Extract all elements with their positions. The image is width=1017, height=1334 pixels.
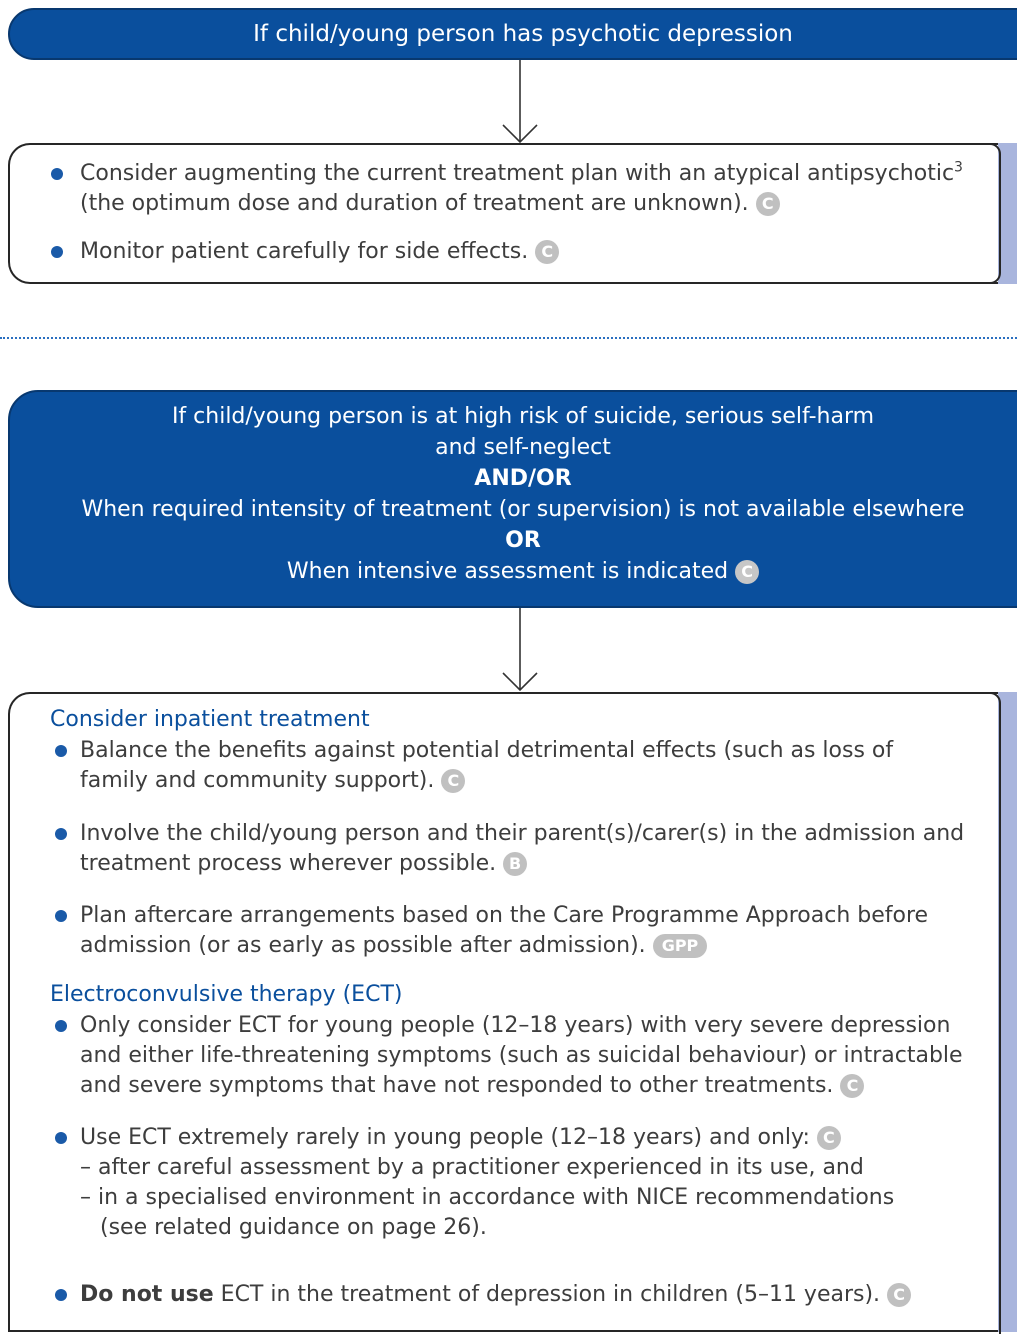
item-text: and severe symptoms that have not respon… (80, 1073, 834, 1098)
bullet-icon (55, 1020, 67, 1032)
inpatient-heading: Consider inpatient treatment (50, 707, 370, 732)
grade-badge: C (816, 1126, 841, 1150)
antipsychotic-panel (8, 143, 1017, 284)
risk-banner-line: When required intensity of treatment (or… (81, 497, 965, 522)
inpatient-involve-item: Involve the child/young person and their… (80, 819, 1000, 879)
bullet-icon (55, 745, 67, 757)
footnote-ref: 3 (954, 159, 963, 176)
item-text: treatment process wherever possible. (80, 851, 497, 876)
grade-badge: C (887, 1283, 912, 1307)
ect-consider-item: Only consider ECT for young people (12–1… (80, 1011, 1005, 1101)
inpatient-balance-item: Balance the benefits against potential d… (80, 736, 1000, 796)
panel-side-stripe (998, 143, 1017, 284)
item-text: Involve the child/young person and their… (80, 821, 965, 846)
item-text: and either life-threatening symptoms (su… (80, 1043, 963, 1068)
bullet-icon (51, 168, 63, 180)
grade-badge: C (840, 1074, 865, 1098)
high-risk-banner: If child/young person is at high risk of… (8, 390, 1017, 608)
inpatient-aftercare-item: Plan aftercare arrangements based on the… (80, 901, 1000, 961)
emphasis-text: Do not use (80, 1282, 214, 1307)
antipsychotic-item: Consider augmenting the current treatmen… (80, 159, 1000, 219)
risk-banner-line: and self-neglect (435, 435, 611, 460)
monitor-item-text: Monitor patient carefully for side effec… (80, 239, 529, 264)
grade-badge: C (535, 240, 560, 264)
item-text: Only consider ECT for young people (12–1… (80, 1013, 951, 1038)
grade-badge: C (441, 769, 466, 793)
grade-badge: C (735, 560, 760, 584)
panel-right-border (990, 692, 1001, 1334)
item-text: admission (or as early as possible after… (80, 933, 646, 958)
bullet-icon (55, 1289, 67, 1301)
inpatient-ect-panel (8, 692, 1017, 1332)
ect-do-not-use-item: Do not use ECT in the treatment of depre… (80, 1280, 1005, 1310)
arrow-down-icon (502, 60, 538, 144)
risk-banner-connector: OR (505, 528, 541, 553)
risk-banner-connector: AND/OR (474, 466, 572, 491)
antipsychotic-item-text: Consider augmenting the current treatmen… (80, 161, 955, 186)
item-text: Balance the benefits against potential d… (80, 738, 894, 763)
grade-badge: C (755, 192, 780, 216)
item-text: Plan aftercare arrangements based on the… (80, 903, 929, 928)
grade-badge: GPP (652, 934, 708, 958)
ect-rarely-item: Use ECT extremely rarely in young people… (80, 1123, 1005, 1243)
item-text: ECT in the treatment of depression in ch… (213, 1282, 881, 1307)
bullet-icon (55, 828, 67, 840)
item-text: Use ECT extremely rarely in young people… (80, 1125, 810, 1150)
bullet-icon (51, 246, 63, 258)
sub-item-text: – in a specialised environment in accord… (80, 1185, 895, 1210)
risk-banner-last-line: When intensive assessment is indicated C (10, 556, 1017, 587)
bullet-icon (55, 1132, 67, 1144)
grade-badge: B (503, 852, 528, 876)
sub-item-text: (see related guidance on page 26). (100, 1215, 487, 1240)
bullet-icon (55, 910, 67, 922)
panel-side-stripe (998, 692, 1017, 1332)
section-divider (0, 337, 1017, 339)
ect-heading: Electroconvulsive therapy (ECT) (50, 982, 403, 1007)
sub-item-text: – after careful assessment by a practiti… (80, 1155, 864, 1180)
arrow-down-icon (502, 608, 538, 692)
risk-banner-line: If child/young person is at high risk of… (171, 404, 875, 429)
item-text: family and community support). (80, 768, 435, 793)
psychotic-depression-banner: If child/young person has psychotic depr… (8, 8, 1017, 60)
risk-banner-line: When intensive assessment is indicated (286, 559, 729, 584)
psychotic-depression-banner-text: If child/young person has psychotic depr… (253, 21, 793, 47)
monitor-side-effects-item: Monitor patient carefully for side effec… (80, 237, 1000, 267)
antipsychotic-item-text-2: (the optimum dose and duration of treatm… (80, 191, 749, 216)
